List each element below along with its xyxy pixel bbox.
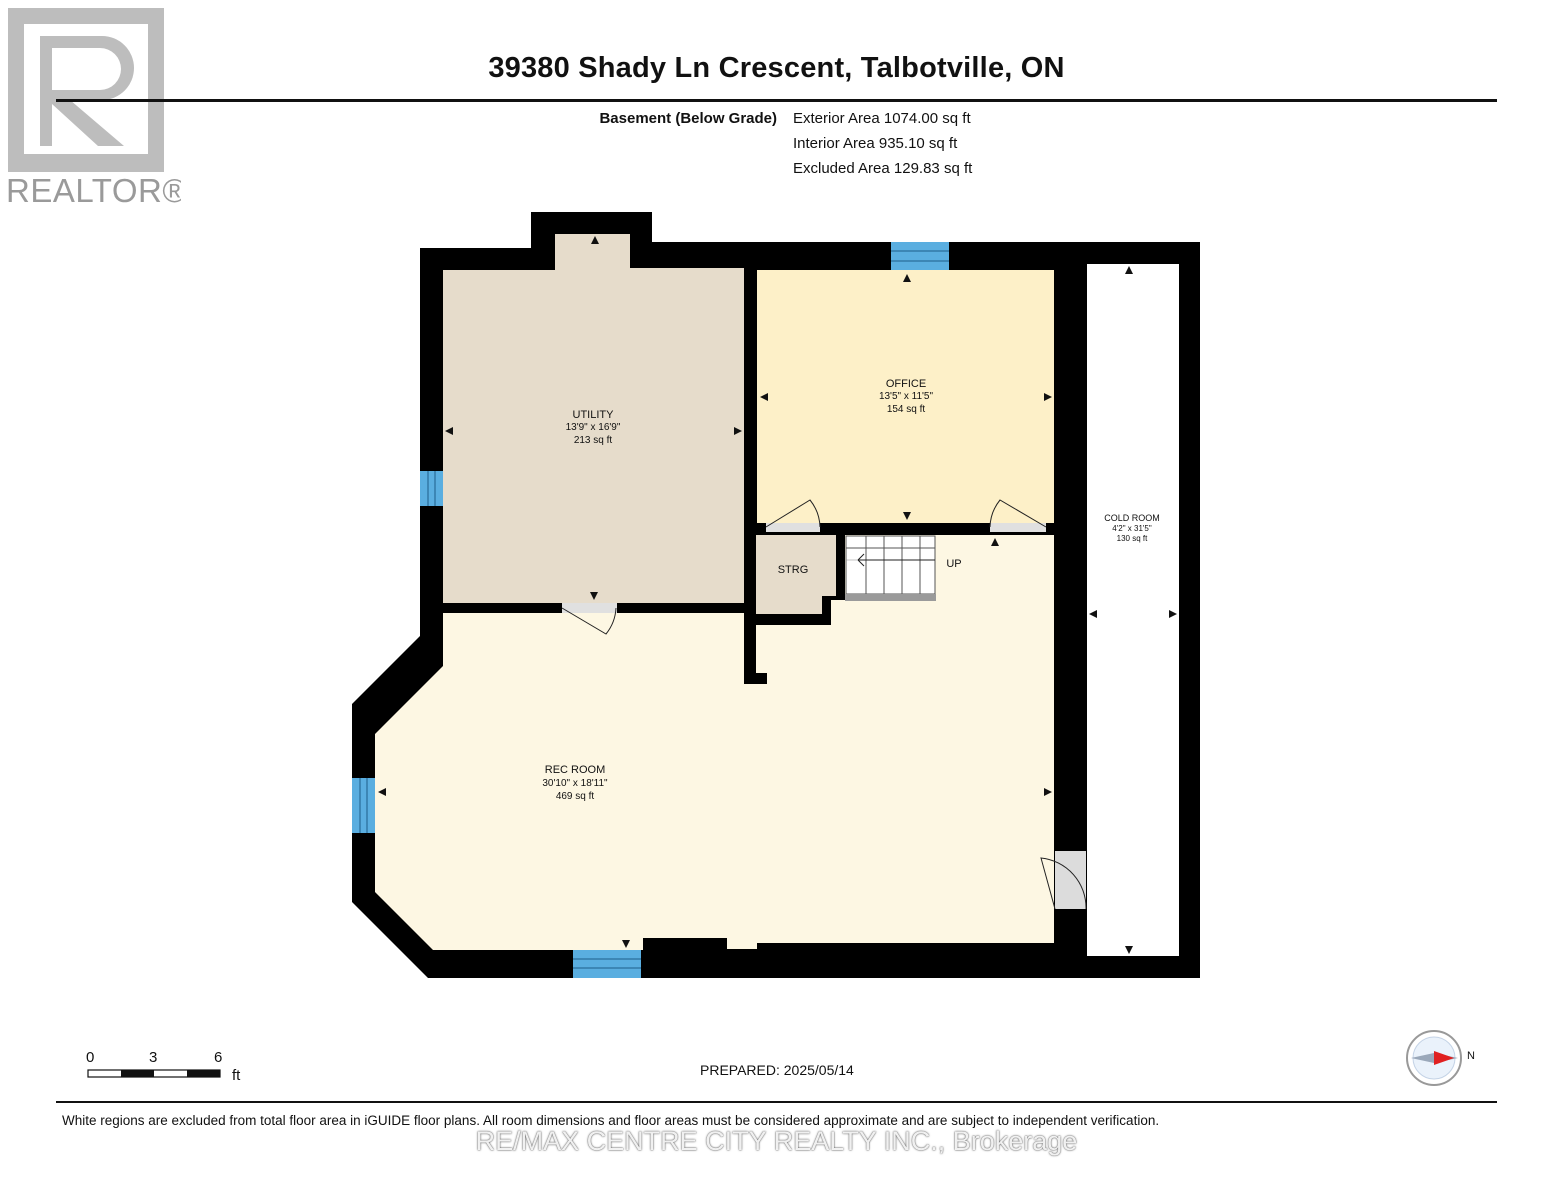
utility-room-area: 213 sq ft [574, 435, 613, 446]
window [573, 950, 641, 978]
cold-room-dims: 4'2" x 31'5" [1112, 524, 1152, 533]
office-room-name: OFFICE [886, 378, 926, 390]
utility-room [443, 234, 744, 603]
footer-divider [56, 1101, 1497, 1103]
scale-tick-label: 3 [149, 1049, 157, 1066]
stairs [845, 535, 936, 601]
door [765, 499, 821, 532]
excluded-area: Excluded Area 129.83 sq ft [793, 160, 973, 177]
window [891, 242, 949, 270]
rec-room-dims: 30'10" x 18'11" [542, 778, 608, 789]
scale-unit: ft [232, 1067, 241, 1084]
north-compass: N [1406, 1030, 1475, 1086]
interior-area: Interior Area 935.10 sq ft [793, 135, 958, 152]
door [561, 603, 617, 635]
scale-tick-label: 0 [86, 1049, 94, 1066]
dimension-markers [378, 236, 1177, 954]
office-room [757, 270, 1054, 523]
scale-tick-label: 6 [214, 1049, 222, 1066]
exterior-area: Exterior Area 1074.00 sq ft [793, 110, 971, 127]
page-title: 39380 Shady Ln Crescent, Talbotville, ON [488, 52, 1065, 84]
realtor-logo-text: REALTOR® [6, 172, 181, 209]
header-divider [56, 99, 1497, 102]
window [420, 471, 443, 506]
floor-plan: UTILITY 13'9" x 16'9" 213 sq ft OFFICE 1… [352, 212, 1200, 978]
brokerage-watermark: RE/MAX CENTRE CITY REALTY INC., Brokerag… [475, 1126, 1078, 1156]
cold-room-name: COLD ROOM [1104, 513, 1160, 523]
office-room-area: 154 sq ft [887, 404, 926, 415]
rec-room [375, 535, 1054, 950]
compass-north-label: N [1467, 1050, 1475, 1062]
storage-room [756, 535, 836, 614]
scale-bar: 0 3 6 ft [86, 1049, 241, 1084]
cold-room [1087, 264, 1179, 956]
door [1040, 851, 1087, 910]
realtor-logo: REALTOR® [6, 8, 181, 209]
rec-room-area: 469 sq ft [556, 791, 595, 802]
office-room-dims: 13'5" x 11'5" [879, 391, 934, 402]
utility-room-dims: 13'9" x 16'9" [566, 422, 621, 433]
level-name: Basement (Below Grade) [599, 110, 777, 127]
utility-room-name: UTILITY [573, 409, 615, 421]
rec-room-name: REC ROOM [545, 764, 606, 776]
door [989, 499, 1047, 532]
stairs-label: UP [946, 558, 961, 570]
prepared-date: PREPARED: 2025/05/14 [700, 1062, 854, 1078]
disclaimer-text: White regions are excluded from total fl… [62, 1113, 1160, 1128]
storage-room-name: STRG [778, 564, 809, 576]
cold-room-area: 130 sq ft [1117, 534, 1148, 543]
window [352, 778, 375, 833]
